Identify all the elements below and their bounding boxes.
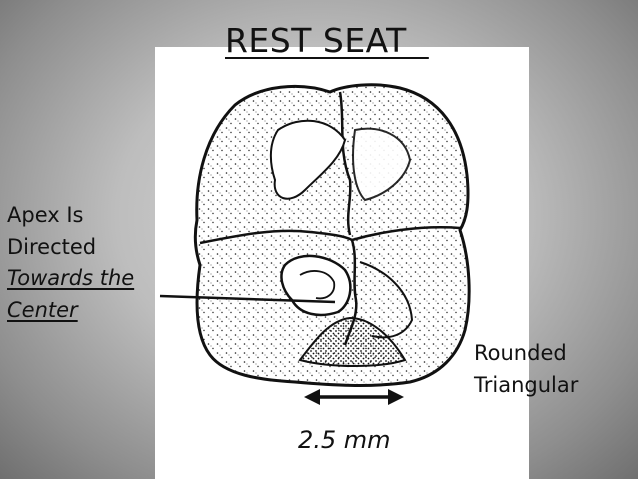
measurement-label: 2.5 mm [298, 426, 391, 454]
distal-ridge [352, 127, 412, 202]
right-cusp-curve [359, 261, 414, 339]
mesial-fossa [269, 119, 347, 200]
apex-line-3: Towards the [7, 266, 135, 290]
apex-line-4: Center [7, 297, 78, 322]
slide-title: REST SEAT [225, 21, 429, 60]
apex-line-1: Apex Is [7, 203, 84, 227]
rest-seat-inner [299, 270, 336, 300]
marginal-ridge [298, 316, 407, 367]
measurement-arrow [304, 389, 404, 405]
apex-line-2: Directed [7, 234, 97, 259]
buccal-groove [199, 226, 461, 245]
shape-annotation: Rounded Triangular [474, 338, 578, 401]
apex-pointer-line [159, 294, 336, 304]
shape-line-1: Rounded [474, 341, 567, 365]
central-groove [338, 91, 352, 236]
shape-line-2: Triangular [474, 372, 579, 397]
apex-annotation: Apex Is Directed Towards the Center [7, 200, 134, 326]
